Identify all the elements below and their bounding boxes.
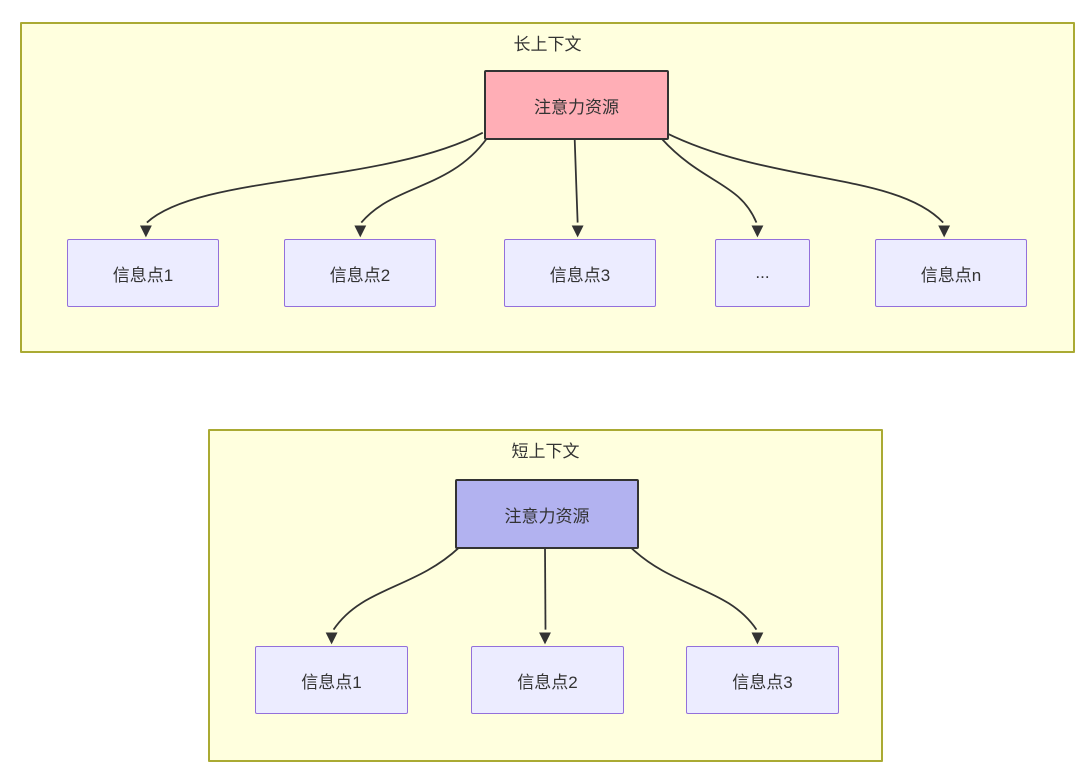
long-context-title: 长上下文	[513, 35, 582, 54]
long-info-node-n: 信息点n	[875, 239, 1027, 307]
node-label: 信息点3	[549, 265, 611, 285]
short-info-node-2: 信息点2	[471, 646, 624, 714]
node-label: 信息点n	[920, 265, 982, 285]
node-label: 信息点2	[329, 265, 391, 285]
arrow-long-2	[354, 138, 488, 238]
long-context-container: 长上下文 注意力资源	[20, 22, 1075, 353]
short-context-container: 短上下文 注意力资源 信息点1 信息点2 信息点3	[208, 429, 883, 762]
node-label: 信息点1	[301, 672, 362, 692]
node-label: 信息点2	[517, 672, 578, 692]
node-label: 信息点3	[732, 672, 793, 692]
arrow-long-3	[571, 138, 584, 238]
arrow-short-2	[539, 547, 551, 645]
arrow-long-1	[139, 131, 484, 238]
short-attention-label: 注意力资源	[504, 506, 590, 526]
long-attention-node: 注意力资源	[484, 70, 669, 140]
arrow-long-5	[665, 131, 951, 238]
short-attention-node: 注意力资源	[455, 479, 639, 549]
short-context-arrows	[325, 546, 764, 645]
long-info-node-ellipsis: ...	[715, 239, 810, 307]
short-info-node-1: 信息点1	[255, 646, 408, 714]
long-info-node-2: 信息点2	[284, 239, 436, 307]
short-context-title: 短上下文	[511, 442, 580, 461]
arrow-short-1	[325, 546, 460, 645]
long-info-node-3: 信息点3	[504, 239, 656, 307]
long-attention-label: 注意力资源	[534, 97, 619, 117]
arrow-long-4	[660, 137, 764, 238]
node-label: ...	[755, 263, 770, 282]
arrow-short-3	[630, 546, 764, 645]
short-info-node-3: 信息点3	[686, 646, 839, 714]
long-info-node-1: 信息点1	[67, 239, 219, 307]
long-context-arrows	[139, 131, 951, 238]
node-label: 信息点1	[112, 265, 174, 285]
